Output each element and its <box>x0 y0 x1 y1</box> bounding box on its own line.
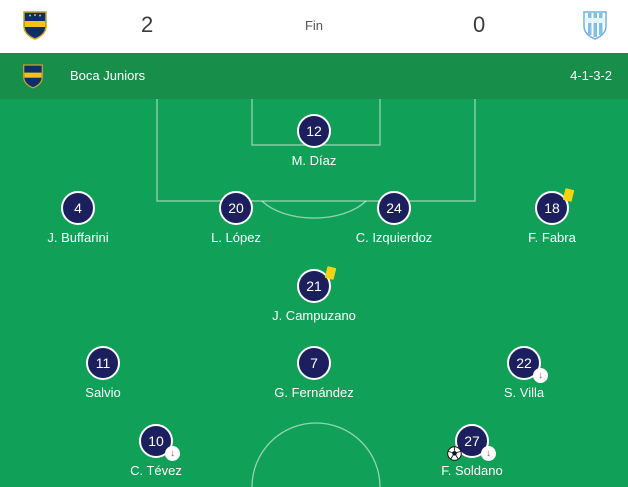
substitution-out-icon: ↓ <box>533 368 548 383</box>
player-right-back[interactable]: 4 J. Buffarini <box>13 191 143 251</box>
boca-juniors-crest-icon <box>22 63 44 89</box>
player-number: 24 <box>377 191 411 225</box>
goal-ball-icon <box>447 446 462 461</box>
player-number: 4 <box>61 191 95 225</box>
formation-label: 4-1-3-2 <box>570 68 612 83</box>
player-forward-1[interactable]: 10 ↓ C. Tévez <box>91 424 221 484</box>
player-name: C. Izquierdoz <box>355 230 433 245</box>
player-name: F. Fabra <box>528 230 576 245</box>
player-left-back[interactable]: 18 F. Fabra <box>487 188 617 251</box>
boca-juniors-crest-icon[interactable] <box>22 10 48 40</box>
substitution-out-icon: ↓ <box>165 446 180 461</box>
player-center-back-1[interactable]: 20 L. López <box>171 191 301 251</box>
player-name: S. Villa <box>503 385 545 400</box>
player-name: C. Tévez <box>130 463 182 478</box>
player-name: G. Fernández <box>274 385 354 400</box>
player-name: F. Soldano <box>441 463 503 478</box>
substitution-out-icon: ↓ <box>481 446 496 461</box>
player-name: J. Buffarini <box>47 230 109 245</box>
player-center-mid[interactable]: 7 G. Fernández <box>249 346 379 406</box>
player-number: 7 <box>297 346 331 380</box>
player-right-mid[interactable]: 11 Salvio <box>38 346 168 406</box>
match-status: Fin <box>304 18 324 33</box>
player-number: 27 <box>455 424 489 458</box>
player-name: L. López <box>211 230 261 245</box>
player-name: Salvio <box>85 385 121 400</box>
away-score: 0 <box>473 12 486 37</box>
player-keeper[interactable]: 12 M. Díaz <box>249 114 379 174</box>
player-defensive-mid[interactable]: 21 J. Campuzano <box>249 266 379 329</box>
player-number: 20 <box>219 191 253 225</box>
pitch-lines <box>156 99 476 487</box>
pitch: 12 M. Díaz 4 J. Buffarini 20 L. López 24… <box>0 99 628 487</box>
team-lineup-header: Boca Juniors 4-1-3-2 <box>0 53 628 99</box>
yellow-card-icon <box>562 188 575 202</box>
player-name: J. Campuzano <box>272 308 356 323</box>
atletico-tucuman-crest-icon[interactable] <box>582 10 608 40</box>
player-left-mid[interactable]: 22 ↓ S. Villa <box>459 346 589 406</box>
player-number: 11 <box>86 346 120 380</box>
team-name: Boca Juniors <box>70 68 146 83</box>
home-score: 2 <box>141 12 154 37</box>
player-name: M. Díaz <box>291 153 337 168</box>
player-forward-2[interactable]: 27 ↓ F. Soldano <box>407 424 537 484</box>
yellow-card-icon <box>324 266 337 280</box>
player-center-back-2[interactable]: 24 C. Izquierdoz <box>329 191 459 251</box>
player-number: 12 <box>297 114 331 148</box>
score-header: 2 Fin 0 <box>0 0 628 53</box>
